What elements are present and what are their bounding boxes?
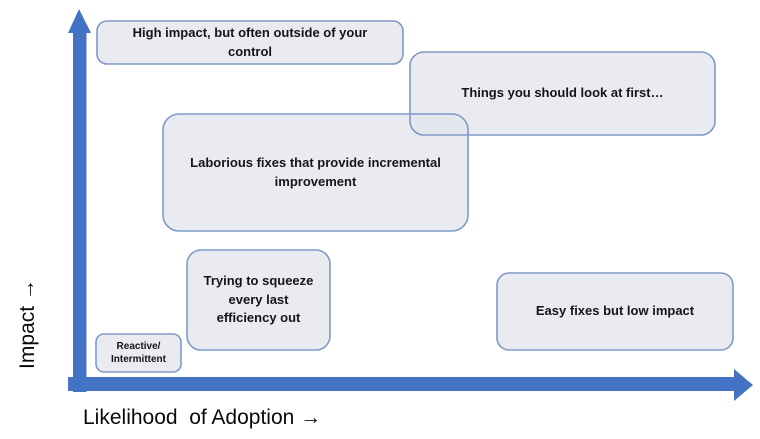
- box-outline-high-impact: [96, 20, 404, 65]
- y-axis-arrowhead-icon: [68, 9, 91, 33]
- box-outline-squeeze: [186, 249, 331, 351]
- y-axis-label: Impact →: [16, 279, 39, 369]
- axis-arrows: [68, 9, 753, 401]
- box-outline-easy-fixes: [496, 272, 734, 351]
- box-reactive-label: Reactive/ Intermittent: [111, 340, 166, 366]
- box-shape-look-first: [410, 52, 715, 135]
- box-laborious-label: Laborious fixes that provide incremental…: [190, 155, 441, 189]
- box-shape-easy-fixes: [497, 273, 733, 350]
- box-shape-reactive: [96, 334, 181, 372]
- box-squeeze-label: Trying to squeeze every last efficiency …: [203, 273, 314, 326]
- box-look-first: Things you should look at first…: [410, 52, 715, 135]
- y-axis-shaft: [73, 30, 87, 392]
- box-shape-high-impact: [97, 21, 403, 64]
- box-outline-reactive: [95, 333, 182, 373]
- box-easy-fixes: Easy fixes but low impact: [497, 273, 733, 350]
- box-look-first-label: Things you should look at first…: [461, 85, 664, 101]
- box-high-impact-label: High impact, but often outside of your c…: [132, 25, 368, 59]
- box-high-impact: High impact, but often outside of your c…: [97, 21, 403, 64]
- box-laborious: Laborious fixes that provide incremental…: [163, 114, 468, 231]
- box-reactive: Reactive/ Intermittent: [96, 334, 181, 372]
- box-squeeze: Trying to squeeze every last efficiency …: [187, 250, 330, 350]
- box-shape-laborious: [163, 114, 468, 231]
- x-axis-label: Likelihood of Adoption →: [83, 406, 322, 429]
- box-fills: [96, 21, 733, 372]
- box-outline-laborious: [162, 113, 469, 232]
- x-axis-arrowhead-icon: [734, 369, 753, 401]
- box-shape-squeeze: [187, 250, 330, 350]
- box-easy-fixes-label: Easy fixes but low impact: [535, 303, 695, 319]
- box-outlines: [95, 20, 734, 373]
- x-axis-shaft: [68, 377, 734, 391]
- box-outline-look-first: [409, 51, 716, 136]
